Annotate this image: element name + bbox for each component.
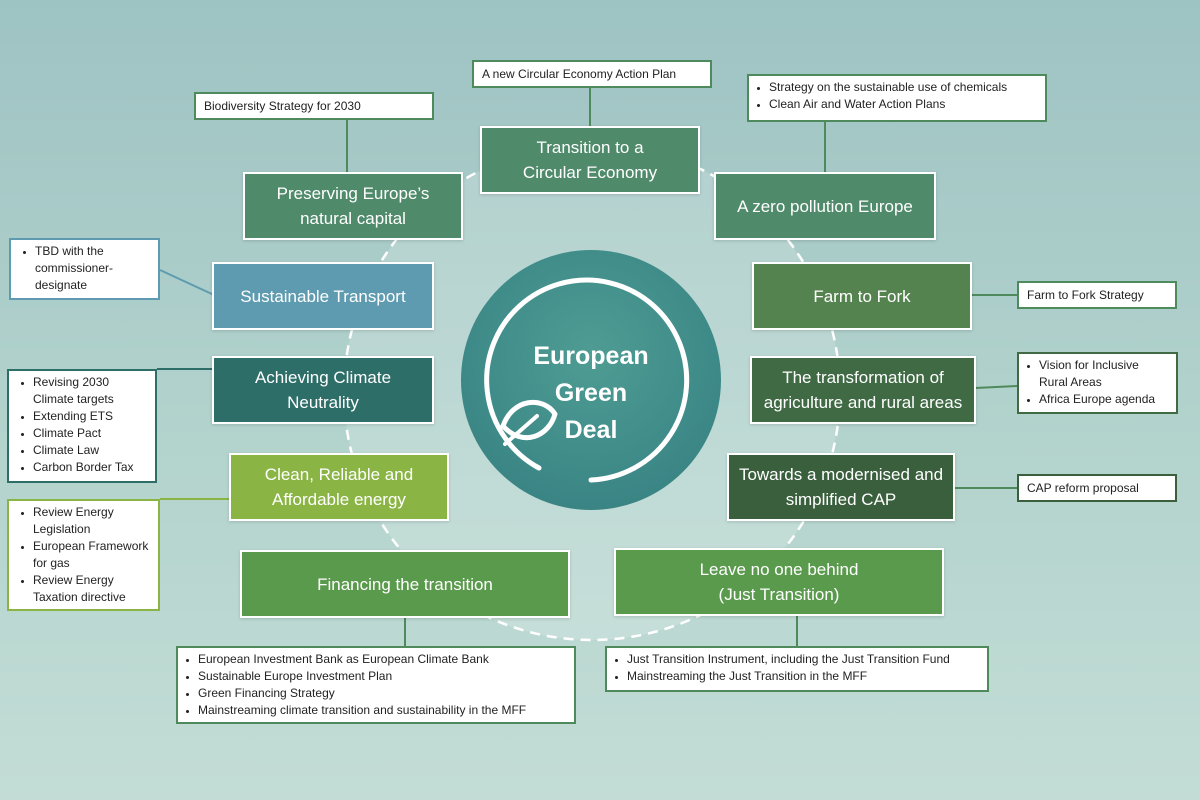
- note-biodiversity-strategy: Biodiversity Strategy for 2030: [194, 92, 434, 120]
- note-circular-economy-plan: A new Circular Economy Action Plan: [472, 60, 712, 88]
- connector-transport: [159, 269, 215, 296]
- note-item: European Investment Bank as European Cli…: [198, 651, 568, 668]
- theme-natural-capital[interactable]: Preserving Europe’s natural capital: [243, 172, 463, 240]
- note-text: Biodiversity Strategy for 2030: [204, 98, 361, 113]
- note-farm-to-fork-strategy: Farm to Fork Strategy: [1017, 281, 1177, 309]
- theme-circular-economy[interactable]: Transition to a Circular Economy: [480, 126, 700, 194]
- note-item: Mainstreaming climate transition and sus…: [198, 702, 568, 719]
- note-item: Revising 2030 Climate targets: [33, 374, 149, 408]
- theme-farm-to-fork[interactable]: Farm to Fork: [752, 262, 972, 330]
- note-item: Extending ETS: [33, 408, 149, 425]
- note-climate: Revising 2030 Climate targets Extending …: [7, 369, 157, 483]
- note-item: European Framework for gas: [33, 538, 152, 572]
- note-item: Strategy on the sustainable use of chemi…: [769, 79, 1039, 96]
- note-energy: Review Energy Legislation European Frame…: [7, 499, 160, 611]
- theme-zero-pollution[interactable]: A zero pollution Europe: [714, 172, 936, 240]
- note-financing: European Investment Bank as European Cli…: [176, 646, 576, 724]
- note-just-transition: Just Transition Instrument, including th…: [605, 646, 989, 692]
- note-item: Review Energy Legislation: [33, 504, 152, 538]
- theme-leave-no-one-behind[interactable]: Leave no one behind (Just Transition): [614, 548, 944, 616]
- note-item: Review Energy Taxation directive: [33, 572, 152, 606]
- leaf-ring-icon: [484, 277, 690, 483]
- theme-sustainable-transport[interactable]: Sustainable Transport: [212, 262, 434, 330]
- note-text: Farm to Fork Strategy: [1027, 287, 1144, 302]
- note-cap-reform: CAP reform proposal: [1017, 474, 1177, 502]
- theme-modernised-cap[interactable]: Towards a modernised and simplified CAP: [727, 453, 955, 521]
- note-item: Carbon Border Tax: [33, 459, 149, 476]
- note-item: Vision for Inclusive Rural Areas: [1039, 357, 1170, 391]
- note-text: CAP reform proposal: [1027, 480, 1139, 495]
- theme-clean-energy[interactable]: Clean, Reliable and Affordable energy: [229, 453, 449, 521]
- note-agriculture: Vision for Inclusive Rural Areas Africa …: [1017, 352, 1178, 414]
- note-item: Green Financing Strategy: [198, 685, 568, 702]
- note-transport: TBD with the commissioner-designate: [9, 238, 160, 300]
- note-item: Mainstreaming the Just Transition in the…: [627, 668, 981, 685]
- connector-agri: [974, 385, 1018, 389]
- note-item: TBD with the commissioner-designate: [35, 243, 152, 294]
- note-item: Sustainable Europe Investment Plan: [198, 668, 568, 685]
- theme-agriculture-rural[interactable]: The transformation of agriculture and ru…: [750, 356, 976, 424]
- central-hub: European Green Deal: [461, 250, 721, 510]
- note-item: Climate Pact: [33, 425, 149, 442]
- note-item: Climate Law: [33, 442, 149, 459]
- note-item: Clean Air and Water Action Plans: [769, 96, 1039, 113]
- hub-title: European Green Deal: [533, 342, 649, 444]
- note-text: A new Circular Economy Action Plan: [482, 66, 677, 81]
- note-pollution: Strategy on the sustainable use of chemi…: [747, 74, 1047, 122]
- note-item: Africa Europe agenda: [1039, 391, 1170, 408]
- theme-financing-transition[interactable]: Financing the transition: [240, 550, 570, 618]
- theme-climate-neutrality[interactable]: Achieving Climate Neutrality: [212, 356, 434, 424]
- note-item: Just Transition Instrument, including th…: [627, 651, 981, 668]
